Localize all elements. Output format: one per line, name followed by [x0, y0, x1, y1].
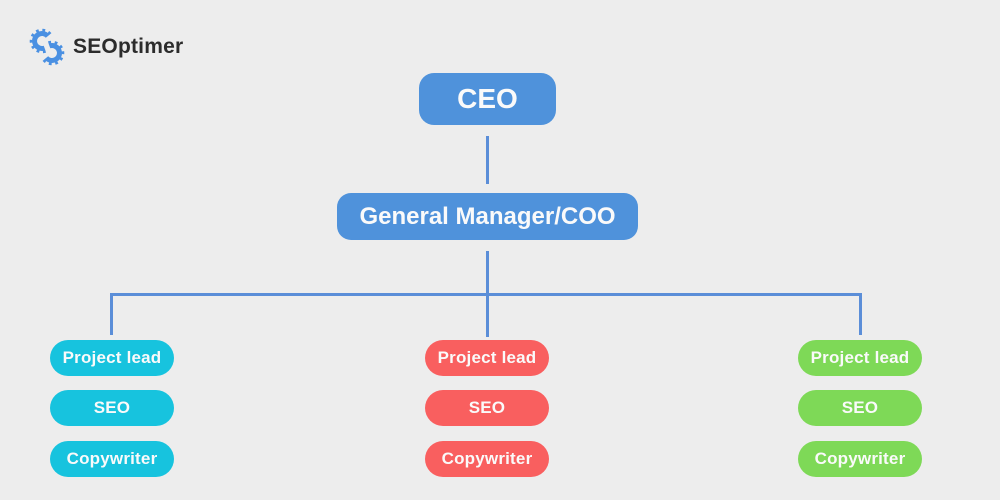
- node-ceo: CEO: [419, 73, 556, 125]
- node-team3-copywriter: Copywriter: [798, 441, 922, 477]
- node-team2-project-lead: Project lead: [425, 340, 549, 376]
- seoptimer-logo: SEOptimer: [28, 28, 183, 66]
- node-team3-seo: SEO: [798, 390, 922, 426]
- node-general-manager-coo: General Manager/COO: [337, 193, 638, 240]
- node-team1-seo: SEO: [50, 390, 174, 426]
- seoptimer-logo-text: SEOptimer: [73, 35, 184, 58]
- node-team2-seo: SEO: [425, 390, 549, 426]
- node-team2-copywriter: Copywriter: [425, 441, 549, 477]
- node-team3-project-lead: Project lead: [798, 340, 922, 376]
- node-team1-project-lead: Project lead: [50, 340, 174, 376]
- connector-ceo-to-gm: [485, 136, 489, 184]
- connector-drop-left: [110, 295, 113, 335]
- seoptimer-double-gear-icon: [29, 28, 65, 66]
- connector-drop-right: [859, 295, 862, 335]
- connector-horizontal-bar: [110, 293, 862, 296]
- node-team1-copywriter: Copywriter: [50, 441, 174, 477]
